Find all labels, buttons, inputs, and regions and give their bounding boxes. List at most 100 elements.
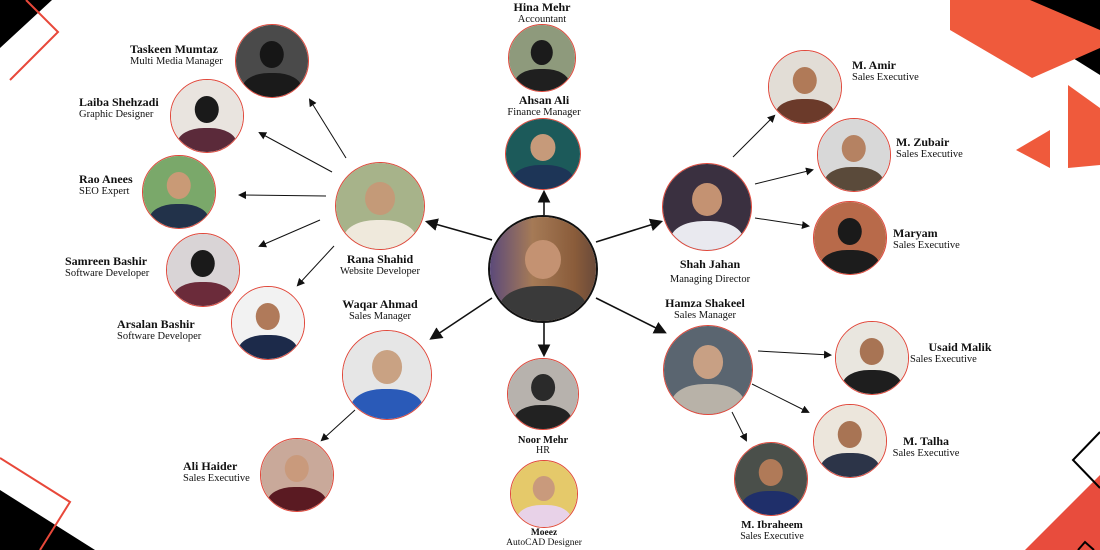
- label-noor-mehr: Noor Mehr HR: [493, 435, 593, 457]
- photo-laiba-shehzadi: [170, 79, 244, 153]
- person-title: Sales Manager: [673, 309, 737, 321]
- bottom-left-red-chevron: [0, 457, 72, 550]
- person-title: Sales Manager: [348, 310, 412, 322]
- person-title: Sales Executive: [910, 353, 977, 365]
- person-name: Laiba Shehzadi: [79, 95, 159, 109]
- person-title: Software Developer: [65, 267, 150, 279]
- person-title: Sales Executive: [892, 447, 960, 459]
- person-title: SEO Expert: [79, 185, 130, 197]
- person-name: Ali Haider: [183, 459, 238, 473]
- person-title: Multi Media Manager: [130, 55, 223, 67]
- arrow-center-to-shah: [595, 218, 664, 243]
- label-ali-haider: Ali Haider Sales Executive: [183, 460, 263, 484]
- person-name: Waqar Ahmad: [342, 297, 418, 311]
- person-name: M. Ibraheem: [741, 519, 803, 531]
- person-name: Maryam: [893, 226, 938, 240]
- person-title: HR: [536, 445, 550, 457]
- bottom-right-black-chevron: [1071, 431, 1100, 489]
- label-samreen-bashir: Samreen Bashir Software Developer: [65, 255, 165, 279]
- person-title: Sales Executive: [893, 239, 960, 251]
- label-laiba-shehzadi: Laiba Shehzadi Graphic Designer: [79, 96, 179, 120]
- person-title: Graphic Designer: [79, 108, 154, 120]
- photo-shah-jahan: [662, 163, 752, 251]
- person-title: Sales Executive: [740, 530, 804, 542]
- right-red-small-triangle: [1016, 130, 1050, 168]
- photo-hamza-shakeel: [663, 325, 753, 415]
- person-name: Noor Mehr: [517, 435, 569, 446]
- label-m-amir: M. Amir Sales Executive: [852, 59, 952, 83]
- person-title: Managing Director: [669, 273, 751, 285]
- photo-rana-shahid: [335, 162, 425, 250]
- label-m-zubair: M. Zubair Sales Executive: [896, 136, 996, 160]
- person-name: Rana Shahid: [346, 252, 414, 266]
- top-right-red-shape: [950, 0, 1100, 78]
- bottom-left-black-triangle: [0, 490, 95, 550]
- arrow-rana-to-arsalan: [296, 245, 335, 287]
- label-shah-jahan: Shah Jahan Managing Director: [655, 258, 765, 285]
- person-title: AutoCAD Designer: [506, 537, 582, 548]
- person-name: Ahsan Ali: [518, 93, 570, 107]
- arrow-center-to-rana: [424, 218, 493, 241]
- arrow-rana-to-rao: [238, 191, 327, 200]
- arrow-hamza-to-talha: [751, 383, 810, 413]
- center-ceo-photo: [488, 215, 598, 323]
- photo-taskeen-mumtaz: [235, 24, 309, 98]
- label-moeez: Moeez AutoCAD Designer: [494, 528, 594, 549]
- right-red-triangle: [1068, 85, 1100, 168]
- bottom-right-black-chevron-2: [1077, 540, 1095, 550]
- arrow-shah-to-amir: [732, 114, 776, 158]
- label-m-talha: M. Talha Sales Executive: [888, 435, 964, 459]
- arrow-rana-to-samreen: [258, 219, 321, 248]
- arrow-center-to-hamza: [595, 297, 667, 334]
- person-title: Software Developer: [117, 330, 202, 342]
- person-title: Sales Executive: [896, 148, 963, 160]
- photo-ali-haider: [260, 438, 334, 512]
- photo-m-amir: [768, 50, 842, 124]
- person-name: Taskeen Mumtaz: [130, 42, 218, 56]
- arrow-hamza-to-usaid: [757, 350, 832, 359]
- person-title: Sales Executive: [852, 71, 919, 83]
- photo-waqar-ahmad: [342, 330, 432, 420]
- label-hina-mehr: Hina Mehr Accountant: [492, 1, 592, 25]
- photo-ahsan-ali: [505, 118, 581, 190]
- label-hamza-shakeel: Hamza Shakeel Sales Manager: [650, 297, 760, 321]
- person-title: Sales Executive: [183, 472, 250, 484]
- person-name: M. Talha: [902, 434, 950, 448]
- photo-hina-mehr: [508, 24, 576, 92]
- person-name: Hamza Shakeel: [665, 296, 745, 310]
- person-name: M. Amir: [852, 58, 896, 72]
- arrow-shah-to-maryam: [754, 217, 810, 230]
- photo-usaid-malik: [835, 321, 909, 395]
- bottom-right-red-triangle: [1025, 475, 1100, 550]
- person-name: Hina Mehr: [513, 0, 571, 14]
- label-arsalan-bashir: Arsalan Bashir Software Developer: [117, 318, 227, 342]
- photo-samreen-bashir: [166, 233, 240, 307]
- label-ahsan-ali: Ahsan Ali Finance Manager: [494, 94, 594, 118]
- photo-m-ibraheem: [734, 442, 808, 516]
- person-name: Shah Jahan: [679, 257, 741, 271]
- label-maryam: Maryam Sales Executive: [893, 227, 993, 251]
- label-waqar-ahmad: Waqar Ahmad Sales Manager: [325, 298, 435, 322]
- person-name: Rao Anees: [79, 172, 133, 186]
- photo-noor-mehr: [507, 358, 579, 430]
- label-taskeen-mumtaz: Taskeen Mumtaz Multi Media Manager: [130, 43, 240, 67]
- photo-m-talha: [813, 404, 887, 478]
- arrow-hamza-to-ibraheem: [731, 411, 747, 442]
- label-rao-anees: Rao Anees SEO Expert: [79, 173, 149, 197]
- top-left-red-chevron: [9, 0, 60, 81]
- label-usaid-malik: Usaid Malik Sales Executive: [910, 341, 1010, 365]
- person-title: Accountant: [517, 13, 567, 25]
- arrow-rana-to-laiba: [258, 132, 333, 173]
- label-rana-shahid: Rana Shahid Website Developer: [325, 253, 435, 277]
- person-name: M. Zubair: [896, 135, 950, 149]
- photo-m-zubair: [817, 118, 891, 192]
- photo-rao-anees: [142, 155, 216, 229]
- photo-arsalan-bashir: [231, 286, 305, 360]
- person-name: Arsalan Bashir: [117, 317, 195, 331]
- photo-moeez: [510, 460, 578, 528]
- arrow-center-to-waqar: [429, 297, 493, 340]
- photo-maryam: [813, 201, 887, 275]
- person-name: Samreen Bashir: [65, 254, 148, 268]
- person-name: Usaid Malik: [928, 340, 992, 354]
